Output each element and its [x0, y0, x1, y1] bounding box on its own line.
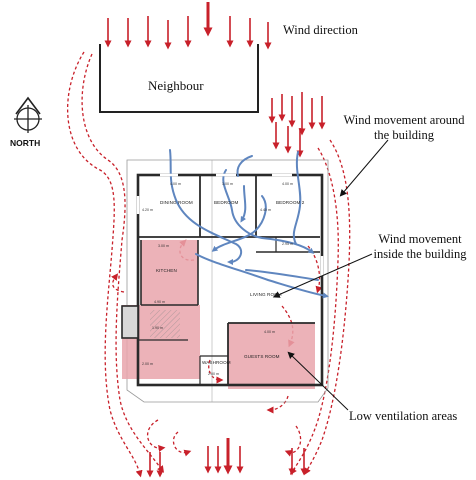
room-label-bedroom-2: BEDROOM 2	[276, 200, 305, 205]
wind-inside-label: Wind movement inside the building	[373, 232, 467, 261]
dimension-label: 4.00 m	[282, 182, 293, 186]
low-ventilation-label: Low ventilation areas	[349, 409, 458, 423]
dimension-label: 2.95 m	[282, 242, 293, 246]
north-arrow-icon	[14, 96, 42, 133]
callout-leaders	[272, 139, 389, 411]
site-outline	[126, 159, 329, 403]
room-label-living: LIVING ROOM	[250, 292, 282, 297]
room-label-washroom: WASHROOM	[202, 360, 231, 365]
room-label-dining: DINING ROOM	[160, 200, 193, 205]
dimension-label: 4.20 m	[142, 208, 153, 212]
room-label-guests: GUESTS ROOM	[244, 354, 280, 359]
stair-hatch	[150, 310, 180, 338]
wind-direction-label: Wind direction	[283, 23, 358, 37]
wind-paths-around	[67, 51, 351, 478]
dimension-label: 4.40 m	[260, 208, 271, 212]
incoming-wind-arrows	[104, 2, 272, 50]
neighbour-building	[99, 44, 259, 113]
dimension-label: 3.00 m	[158, 244, 169, 248]
outgoing-wind-arrows	[146, 438, 308, 478]
room-label-bedroom: BEDROOM	[214, 200, 239, 205]
wind-around-label: Wind movement around the building	[343, 113, 465, 142]
wind-arrows-right	[268, 92, 326, 158]
neighbour-label: Neighbour	[148, 78, 204, 93]
dimension-label: 2.00 m	[208, 372, 219, 376]
dimension-label: 4.00 m	[170, 182, 181, 186]
dimension-label: 4.90 m	[154, 300, 165, 304]
room-label-kitchen: KITCHEN	[156, 268, 177, 273]
dimension-label: 2.00 m	[142, 362, 153, 366]
dimension-label: 1.90 m	[152, 326, 163, 330]
wall-openings	[136, 173, 324, 276]
dimension-label: 4.00 m	[264, 330, 275, 334]
north-label: NORTH	[10, 138, 41, 148]
dimension-label: 3.00 m	[222, 182, 233, 186]
